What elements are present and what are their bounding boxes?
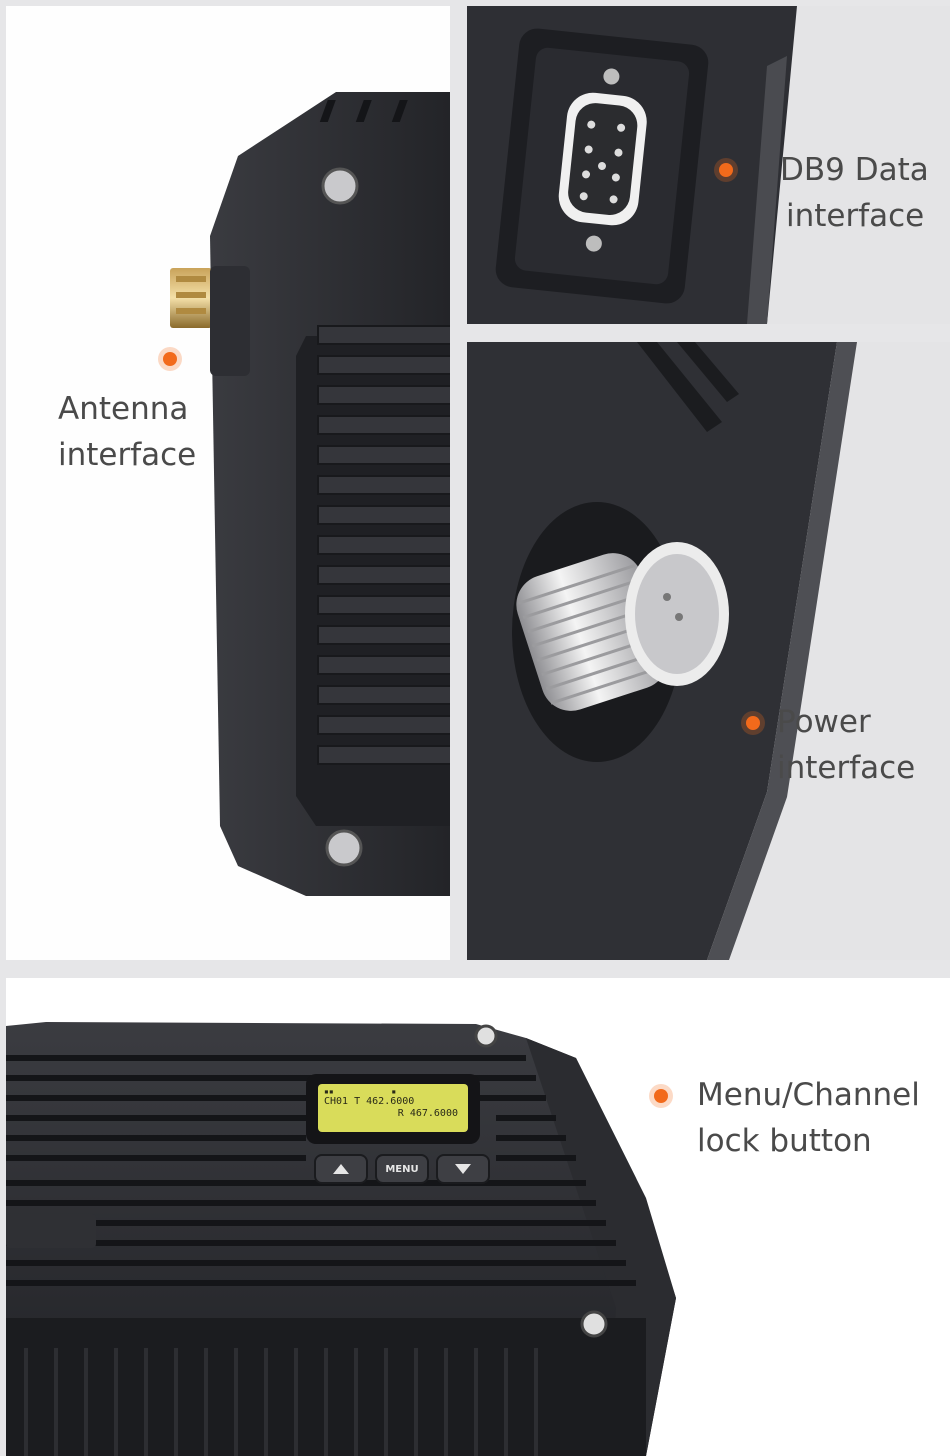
db9-callout-label: DB9 Data interface xyxy=(780,147,929,239)
lcd-screen: ▪▪ ▪ CH01 T 462.6000 R 467.6000 xyxy=(318,1084,468,1132)
menu-label-line1: Menu/Channel xyxy=(697,1077,920,1113)
menu-callout-dot xyxy=(654,1089,668,1103)
power-panel: Power interface xyxy=(467,342,950,960)
power-callout-dot xyxy=(746,716,760,730)
screw-top xyxy=(321,167,359,205)
db9-closeup xyxy=(467,6,797,324)
power-connector xyxy=(516,542,729,711)
device-side-view xyxy=(170,92,450,896)
screw-bottom xyxy=(325,829,363,867)
device-top-view xyxy=(6,1022,676,1456)
antenna-callout-dot xyxy=(163,352,177,366)
menu-button-label: MENU xyxy=(385,1163,419,1175)
db9-callout-dot xyxy=(719,163,733,177)
up-arrow-icon xyxy=(333,1164,349,1174)
power-label-line2: interface xyxy=(777,750,916,786)
menu-button[interactable]: MENU xyxy=(375,1154,429,1184)
lcd-status-icons: ▪▪ ▪ xyxy=(324,1087,397,1096)
db9-panel: DB9 Data interface xyxy=(467,6,950,324)
power-callout-label: Power interface xyxy=(777,699,915,791)
menu-label-line2: lock button xyxy=(697,1123,872,1159)
down-arrow-icon xyxy=(455,1164,471,1174)
lcd-row-2: R 467.6000 xyxy=(397,1108,458,1119)
up-button[interactable] xyxy=(314,1154,368,1184)
db9-connector xyxy=(558,68,647,252)
antenna-panel: Antenna interface xyxy=(6,6,450,960)
lcd-row-1: CH01 T 462.6000 xyxy=(324,1096,415,1107)
menu-panel: ▪▪ ▪ CH01 T 462.6000 R 467.6000 MENU Men… xyxy=(6,978,950,1456)
down-button[interactable] xyxy=(436,1154,490,1184)
db9-label-line2: interface xyxy=(786,198,925,234)
power-label-line1: Power xyxy=(777,704,871,740)
antenna-callout-label: Antenna interface xyxy=(58,386,196,478)
antenna-label-line1: Antenna xyxy=(58,391,189,427)
power-closeup xyxy=(467,342,857,960)
antenna-label-line2: interface xyxy=(58,437,197,473)
db9-label-line1: DB9 Data xyxy=(780,152,929,188)
menu-callout-label: Menu/Channel lock button xyxy=(697,1072,920,1164)
